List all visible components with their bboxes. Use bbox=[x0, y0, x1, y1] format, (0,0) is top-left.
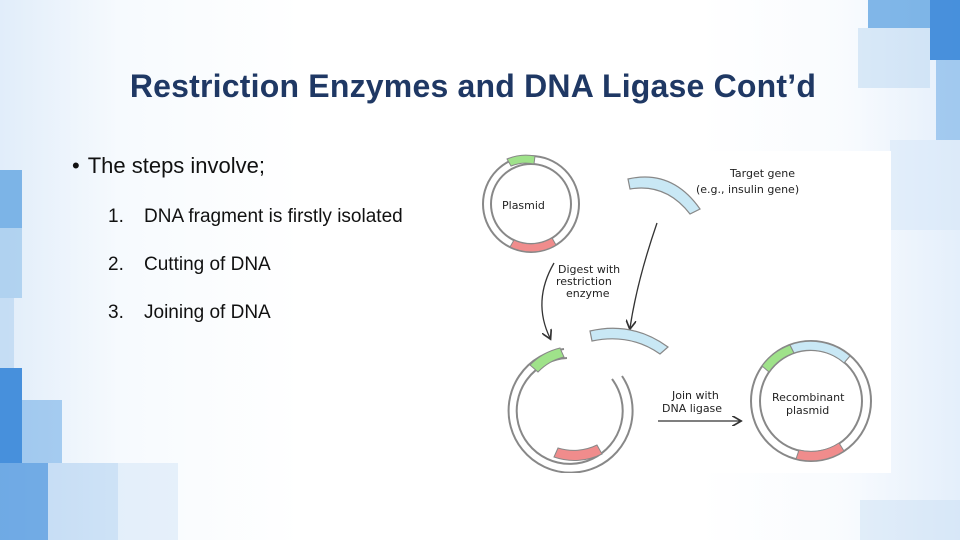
decorative-tile bbox=[48, 463, 118, 540]
recombinant-label-line2: plasmid bbox=[786, 404, 829, 417]
decorative-tile bbox=[930, 0, 960, 60]
decorative-tile bbox=[860, 500, 960, 540]
plasmid-marker-red bbox=[509, 237, 557, 253]
decorative-tile bbox=[890, 140, 960, 230]
join-label-line2: DNA ligase bbox=[662, 402, 722, 415]
decorative-tile bbox=[0, 463, 48, 540]
decorative-tile bbox=[0, 228, 22, 298]
digest-arrow-right bbox=[630, 222, 658, 328]
decorative-tile bbox=[0, 298, 14, 368]
digest-label-line1: Digest with bbox=[558, 263, 620, 276]
step-text: DNA fragment is firstly isolated bbox=[144, 206, 403, 227]
cut-plasmid-marker-green bbox=[529, 347, 565, 373]
step-number: 2. bbox=[108, 254, 124, 275]
step-number: 1. bbox=[108, 206, 124, 227]
plasmid-label: Plasmid bbox=[502, 199, 545, 212]
digest-label-line3: enzyme bbox=[566, 287, 610, 300]
join-label-line1: Join with bbox=[671, 389, 719, 402]
decorative-tile bbox=[118, 463, 178, 540]
decorative-tile bbox=[22, 400, 62, 463]
step-text: Joining of DNA bbox=[144, 302, 271, 323]
bullet-dot-icon: • bbox=[72, 153, 80, 178]
target-gene-fragment bbox=[627, 176, 701, 215]
digest-label-line2: restriction bbox=[556, 275, 612, 288]
plasmid-marker-green bbox=[506, 154, 536, 167]
recombinant-plasmid-circle bbox=[750, 340, 872, 462]
decorative-tile bbox=[0, 170, 22, 228]
recombinant-marker-red bbox=[795, 442, 845, 462]
bullet-text: The steps involve; bbox=[87, 153, 266, 178]
step-item: 2. Cutting of DNA bbox=[108, 254, 271, 276]
diagram-svg: Plasmid Target gene (e.g., insulin gene)… bbox=[482, 154, 872, 473]
recombinant-insert-blue bbox=[789, 340, 851, 364]
recombinant-marker-green bbox=[761, 344, 795, 373]
digest-arrow-left bbox=[541, 262, 555, 338]
step-number: 3. bbox=[108, 302, 124, 323]
step-item: 1. DNA fragment is firstly isolated bbox=[108, 206, 403, 228]
step-item: 3. Joining of DNA bbox=[108, 302, 271, 324]
bullet-item: • The steps involve; bbox=[72, 153, 265, 179]
decorative-tile bbox=[868, 0, 930, 28]
cut-plasmid bbox=[507, 347, 634, 473]
plasmid-circle bbox=[482, 154, 580, 253]
decorative-tile bbox=[858, 28, 930, 88]
recombinant-dna-diagram: Plasmid Target gene (e.g., insulin gene)… bbox=[472, 151, 891, 473]
decorative-tile bbox=[0, 368, 22, 463]
slide-title: Restriction Enzymes and DNA Ligase Cont’… bbox=[129, 68, 817, 104]
target-gene-label: Target gene bbox=[729, 167, 795, 180]
cut-gene-fragment bbox=[589, 327, 669, 355]
decorative-tile bbox=[936, 60, 960, 140]
target-gene-example-label: (e.g., insulin gene) bbox=[696, 183, 799, 196]
step-text: Cutting of DNA bbox=[144, 254, 271, 275]
cut-plasmid-marker-red bbox=[553, 444, 603, 461]
recombinant-label-line1: Recombinant bbox=[772, 391, 845, 404]
